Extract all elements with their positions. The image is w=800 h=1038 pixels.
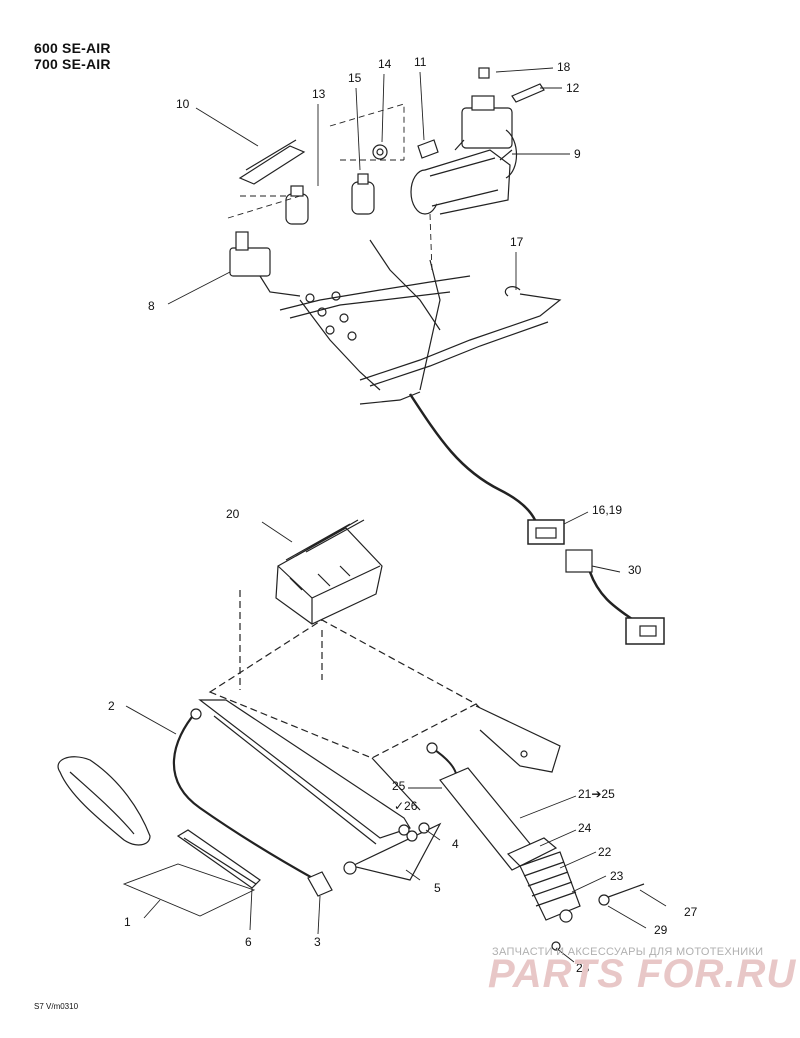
callout-14: 14 [378, 57, 392, 71]
callout-25: 25 [392, 779, 406, 793]
bolt-27-29 [598, 883, 645, 906]
callout-11: 11 [414, 55, 427, 69]
callout-8: 8 [148, 299, 155, 313]
hose-2 [172, 708, 317, 881]
nut-28 [551, 941, 561, 951]
callout-23: 23 [610, 869, 624, 883]
callout-29: 29 [654, 923, 668, 937]
bracket-6 [176, 829, 261, 889]
callout-27: 27 [684, 905, 698, 919]
callout-22: 22 [598, 845, 612, 859]
callout-20: 20 [226, 507, 240, 521]
watermark-subtitle: ЗАПЧАСТИ И АКСЕССУАРЫ ДЛЯ МОТОТЕХНИКИ [492, 946, 764, 958]
cover-10 [238, 139, 306, 185]
callout-17: 17 [510, 235, 524, 249]
callout-24: 24 [578, 821, 592, 835]
air-shock-absorber [426, 742, 581, 923]
callout-9: 9 [574, 147, 581, 161]
drawing-code: S7 V/m0310 [34, 1002, 79, 1011]
connector-16-19 [527, 519, 565, 545]
callout-15: 15 [348, 71, 362, 85]
grommet-14 [372, 144, 388, 160]
fitting-12 [511, 83, 545, 103]
model-title-600: 600 SE-AIR [34, 40, 111, 56]
fitting-11 [417, 139, 439, 159]
callout-3: 3 [314, 935, 321, 949]
connector-30 [565, 549, 665, 645]
callout-12: 12 [566, 81, 580, 95]
callout-4: 4 [452, 837, 459, 851]
solenoid-valve-8 [229, 231, 301, 297]
callout-1: 1 [124, 915, 131, 929]
model-title-700: 700 SE-AIR [34, 56, 111, 72]
wiring-harness [279, 239, 562, 521]
callout-5: 5 [434, 881, 441, 895]
air-pump-block-20 [261, 519, 383, 625]
pressure-switch-15 [351, 173, 375, 215]
platform-plate [208, 590, 541, 811]
compressor [410, 67, 518, 215]
callout-26: ✓26 [394, 799, 418, 813]
callout-30: 30 [628, 563, 642, 577]
callout-16-19: 16,19 [592, 503, 623, 517]
callout-10: 10 [176, 97, 190, 111]
pressure-switch-13 [285, 185, 309, 225]
callout-21-25: 21➔25 [578, 787, 615, 801]
callout-18: 18 [557, 60, 571, 74]
bracket-set-5 [343, 822, 442, 881]
elbow-fitting-3 [307, 871, 333, 897]
foam-pad [57, 756, 151, 846]
rail-bracket [198, 699, 561, 845]
callout-13: 13 [312, 87, 326, 101]
callout-6: 6 [245, 935, 252, 949]
callout-28: 28 [576, 961, 590, 975]
leader-lines-upper [167, 67, 621, 573]
fitting-4 [406, 822, 430, 842]
watermark-logo: PARTS FOR.RU [488, 952, 797, 996]
leader-lines-lower [122, 705, 667, 963]
callout-2: 2 [108, 699, 115, 713]
